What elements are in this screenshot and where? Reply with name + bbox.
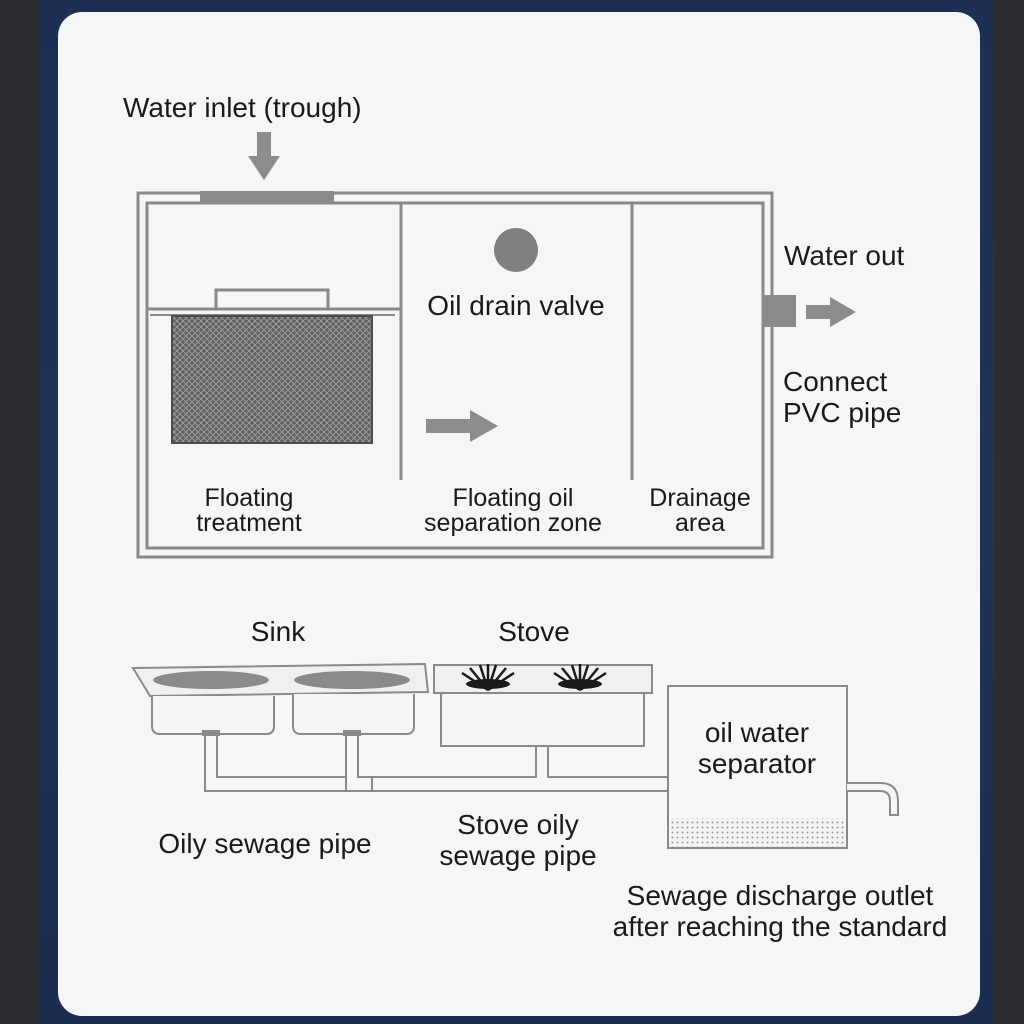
water-out-arrow <box>806 297 856 327</box>
burner-right-ring <box>558 679 602 689</box>
outlet-pipe <box>764 295 796 327</box>
burner-left-ring <box>466 679 510 689</box>
tank-section: Water inlet (trough) Oil drain valve Wat… <box>123 92 905 559</box>
sink-bowl-left <box>151 696 275 735</box>
drainage-area-label-line2: area <box>675 509 725 537</box>
sewage-pipes <box>204 734 668 792</box>
oil-drain-valve-icon <box>494 228 538 272</box>
stove-body <box>440 692 645 747</box>
sediment-layer <box>669 818 846 847</box>
sink-basin-left <box>153 671 269 689</box>
stove-top <box>433 664 653 694</box>
floating-treatment-label-line1: Floating <box>205 484 294 512</box>
floating-oil-zone-label-line2: separation zone <box>424 509 602 537</box>
inlet-trough <box>200 191 334 203</box>
sink-drain-fitting-right <box>343 730 361 736</box>
drainage-area-label-line1: Drainage <box>649 484 750 512</box>
sink-label: Sink <box>251 616 306 647</box>
floating-oil-zone-label-line1: Floating oil <box>453 484 574 512</box>
tank-outer-wall <box>136 191 774 559</box>
flow-arrow <box>426 410 498 442</box>
tank-inner-wall <box>145 201 765 550</box>
sink-bowl-right <box>292 694 415 735</box>
sink-drain-fitting-left <box>202 730 220 736</box>
discharge-outlet-label-line1: Sewage discharge outlet <box>627 880 934 911</box>
discharge-outlet-label-line2: after reaching the standard <box>613 911 948 942</box>
oily-sewage-pipe-label: Oily sewage pipe <box>158 828 371 859</box>
stove-oily-pipe-label-line2: sewage pipe <box>439 840 596 871</box>
connect-pvc-label-line2: PVC pipe <box>783 397 901 428</box>
sink-basin-right <box>294 671 410 689</box>
oil-drain-valve-label: Oil drain valve <box>427 290 604 321</box>
basket-handle <box>214 288 330 309</box>
discharge-pipe <box>847 782 899 816</box>
connect-pvc-label-line1: Connect <box>783 366 888 397</box>
oil-water-separator-label-line1: oil water <box>705 717 809 748</box>
stove-label: Stove <box>498 616 570 647</box>
mesh-filter-basket <box>171 315 373 444</box>
stove-oily-pipe-label-line1: Stove oily <box>457 809 578 840</box>
plumbing-section: Sink Stove oil water separator Oily sewa… <box>131 616 948 942</box>
oil-water-separator-label-line2: separator <box>698 748 816 779</box>
floating-treatment-label-line2: treatment <box>196 509 302 537</box>
water-out-label: Water out <box>784 240 905 271</box>
water-inlet-label: Water inlet (trough) <box>123 92 362 123</box>
water-inlet-arrow <box>248 132 280 180</box>
